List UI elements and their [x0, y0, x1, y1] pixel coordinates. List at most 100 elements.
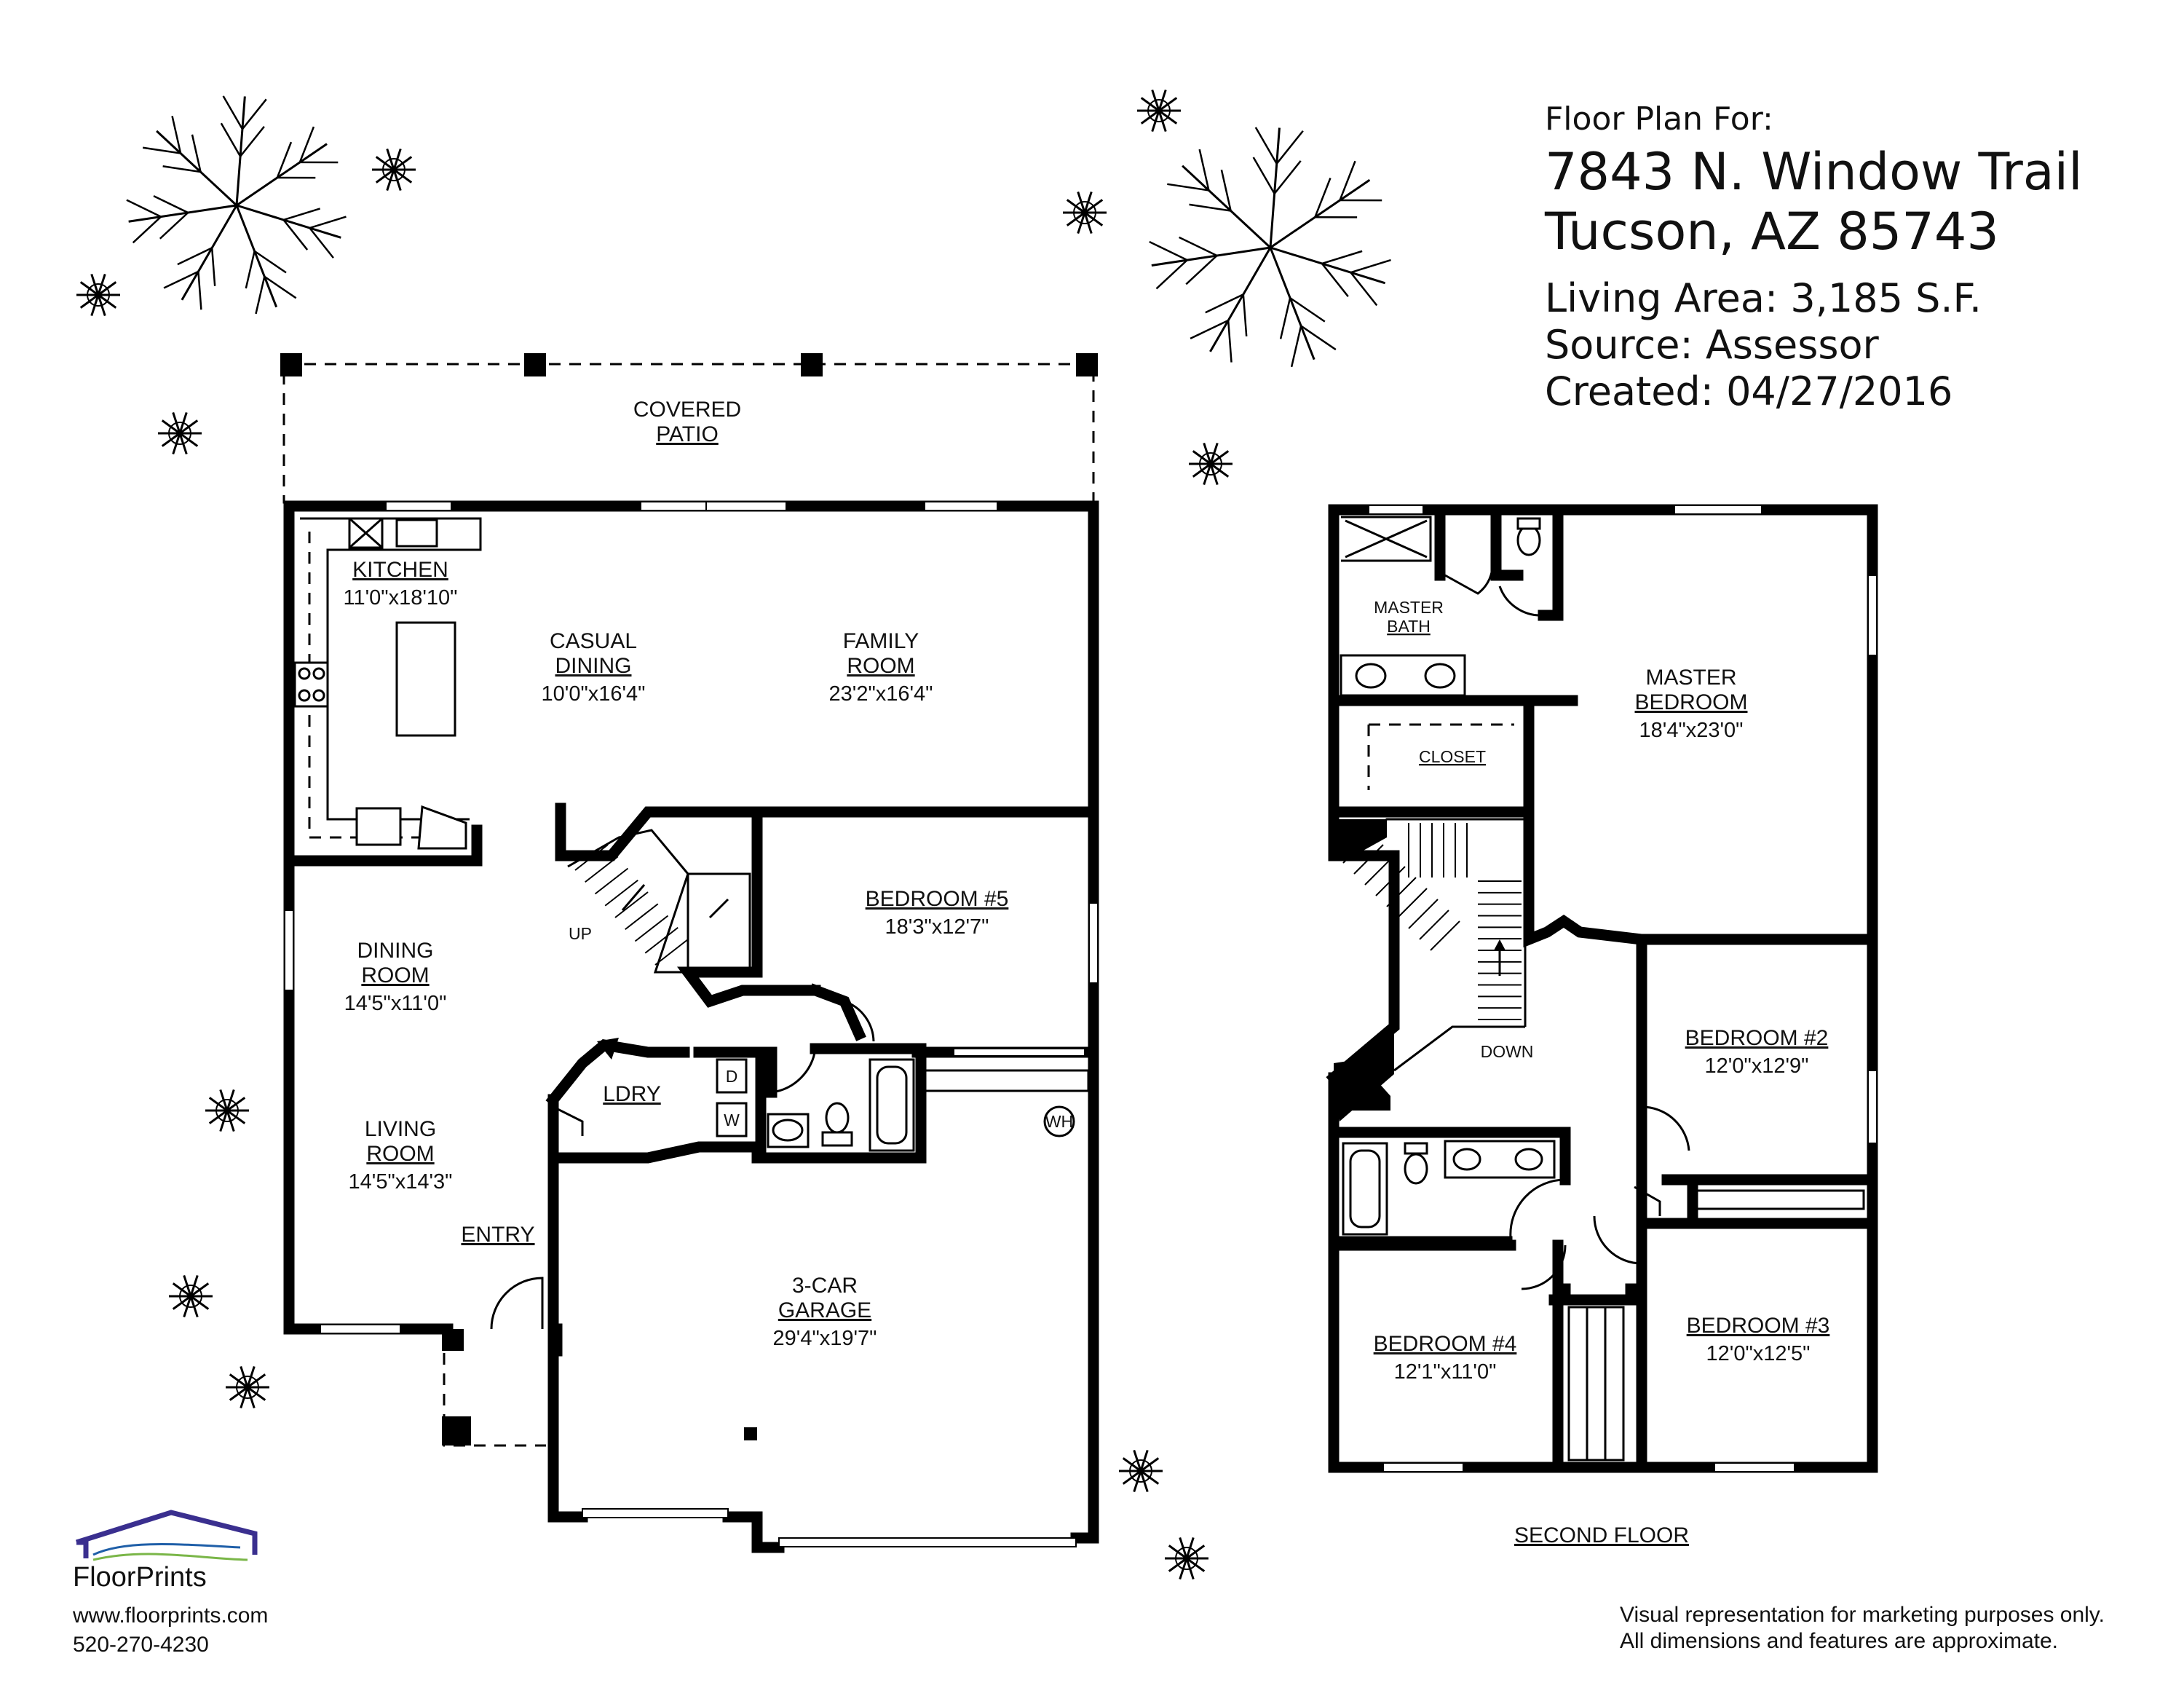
tree-twig [1190, 319, 1229, 340]
shrub-icon [169, 1275, 213, 1317]
tree-branch [1151, 246, 1271, 267]
window [1382, 1462, 1464, 1472]
washer [716, 1102, 748, 1137]
tree-twig [1205, 293, 1244, 314]
dining-room-label: DINING [357, 939, 434, 963]
tree-twig [1289, 297, 1326, 323]
tree-twig [1339, 160, 1356, 201]
toilet-wall [1538, 504, 1564, 621]
shrub-icon [205, 1089, 249, 1132]
logo-roof-icon [75, 1510, 258, 1555]
window [705, 501, 787, 511]
tree-twig [1350, 272, 1378, 307]
covered-patio-label: PATIO [656, 422, 719, 446]
shrub-icon [1165, 1537, 1208, 1579]
entry-door-swing [490, 1277, 544, 1330]
shrub-ring [382, 158, 405, 181]
stair-tread [644, 926, 678, 954]
dishwasher-cross [349, 517, 383, 549]
tree-twig [1252, 157, 1275, 194]
shrub-ring [1175, 1547, 1198, 1570]
kitchen-wall [283, 824, 483, 867]
shrub-icon [372, 149, 416, 191]
bath-sink [1424, 663, 1456, 689]
family-room-dimensions: 23'2"x16'4" [829, 682, 933, 706]
created-date-text: Created: 04/27/2016 [1545, 368, 1952, 414]
window [924, 501, 998, 511]
second-floor-label: SECOND FLOOR [1514, 1523, 1689, 1547]
first-floor: D W WH COVERED PATIO KITCHEN 11'0"x18'10… [280, 353, 1099, 1553]
bedroom5-door-wall [808, 983, 866, 1041]
tree-twig [220, 122, 242, 157]
stair-tread [574, 844, 609, 871]
tree-twig [153, 194, 189, 214]
shrub-icon [1189, 443, 1233, 485]
shrub-icon [226, 1366, 269, 1408]
tree-icon [1149, 127, 1391, 368]
toilet [1516, 524, 1541, 556]
window [1088, 902, 1099, 984]
tree-branch [1269, 247, 1315, 360]
laundry-counter [553, 1105, 584, 1136]
family-room-label: FAMILY [843, 629, 919, 653]
water-heater [1043, 1105, 1075, 1137]
living-room-dimensions: 14'5"x14'3" [349, 1170, 453, 1194]
garage-door-double [778, 1537, 1077, 1547]
door-swing [1444, 567, 1494, 595]
window [1867, 575, 1878, 656]
tree-icon [126, 95, 347, 315]
shower-cross [1345, 519, 1428, 559]
disclaimer-line-2: All dimensions and features are approxim… [1620, 1629, 2058, 1653]
door-swing [1521, 1245, 1567, 1290]
tree-twig [1185, 255, 1218, 285]
bedroom3-wall [1625, 1283, 1647, 1473]
stair-tread [1353, 844, 1384, 875]
tree-twig [1167, 183, 1209, 192]
tree-twig [222, 95, 244, 130]
casual-dining-label: DINING [555, 654, 632, 678]
stair-tread [1375, 866, 1406, 896]
tree-twig [1300, 325, 1337, 351]
floorprints-logo: FloorPrints [73, 1510, 258, 1593]
tree-twig [1273, 160, 1302, 194]
second-floor: MASTER BATH CLOSET MASTER BEDROOM 18'4"x… [1326, 504, 1878, 1547]
bedroom4-dimensions: 12'1"x11'0" [1394, 1360, 1497, 1384]
tree-twig [132, 216, 162, 244]
toilet-wall [1490, 504, 1524, 581]
tree-twig [162, 165, 201, 173]
bedroom4-label: BEDROOM #4 [1374, 1332, 1517, 1356]
tree-twig [283, 208, 321, 221]
wall-column [597, 1038, 619, 1060]
bathtub-basin [876, 1065, 908, 1145]
shrub-icon [1119, 1450, 1163, 1492]
shrub-icon [1063, 192, 1107, 234]
stair-tread [1386, 877, 1417, 907]
shrub-ring [179, 1285, 202, 1308]
porch-post [442, 1416, 471, 1446]
laundry-label: LDRY [603, 1082, 660, 1106]
toilet-tank [1516, 517, 1541, 530]
closet-door [953, 1048, 1085, 1057]
website-text: www.floorprints.com [72, 1604, 268, 1628]
tree-twig [142, 146, 181, 154]
stair-tread [1419, 910, 1449, 940]
patio-post [801, 353, 823, 376]
burner [312, 667, 325, 680]
logo-floorplan-icon [92, 1543, 241, 1556]
stair-tread [604, 879, 638, 907]
staircase-outline [567, 829, 689, 974]
tree-twig [240, 125, 265, 157]
bath-sink [1514, 1148, 1543, 1171]
closet-label: CLOSET [1419, 747, 1486, 766]
vanity-counter [1340, 654, 1466, 697]
stair-arrow [621, 884, 646, 911]
stair-tread [1364, 855, 1395, 886]
laundry-wall [555, 1141, 763, 1164]
address-line-2: Tucson, AZ 85743 [1544, 202, 1999, 261]
tree-twig [1290, 326, 1302, 368]
garage-dimensions: 29'4"x19'7" [773, 1327, 877, 1350]
garage-label: 3-CAR [792, 1274, 858, 1298]
tree-twig [1149, 240, 1188, 261]
tree-branch [1270, 246, 1386, 285]
